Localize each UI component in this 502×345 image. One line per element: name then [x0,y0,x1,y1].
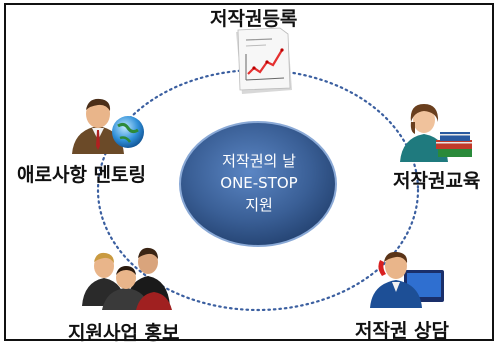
label-consultation: 저작권 상담 [355,320,450,342]
center-title-line1: 저작권의 날 [222,152,296,170]
label-promotion: 지원사업 홍보 [68,322,180,344]
group-of-people-icon [82,247,172,310]
label-registration: 저작권등록 [210,8,298,30]
man-on-phone-icon [370,251,444,308]
woman-with-books-icon [400,104,472,162]
report-chart-icon [236,27,292,94]
center-hub [179,121,337,247]
label-mentoring: 애로사항 멘토링 [17,164,146,186]
center-title-line2: ONE-STOP [220,174,298,192]
center-hub-text: 저작권의 날 ONE-STOP 지원 [184,150,334,216]
label-education: 저작권교육 [393,170,481,192]
center-title-line3: 지원 [245,196,273,214]
dotted-cycle-ring [96,68,420,312]
businessman-with-globe-icon [72,98,144,154]
